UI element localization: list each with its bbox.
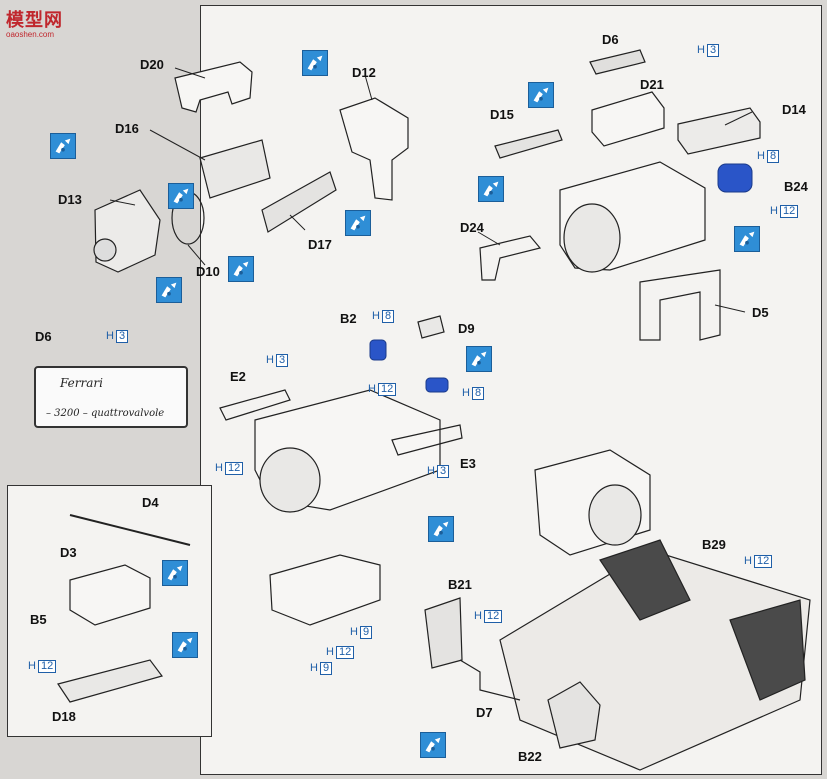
part-d15 — [494, 129, 563, 159]
part-d20 — [174, 61, 253, 113]
part-d13-boss — [93, 238, 117, 262]
part-d3 — [69, 564, 151, 626]
label-d12: D12 — [352, 65, 376, 80]
part-b21 — [424, 597, 463, 669]
label-d7: D7 — [476, 705, 493, 720]
label-d9: D9 — [458, 321, 475, 336]
label-d6-plate: D6 — [35, 329, 52, 344]
part-d21 — [591, 91, 665, 147]
glue-icon — [172, 632, 198, 658]
engine-mid-bell — [259, 447, 321, 513]
label-b2: B2 — [340, 311, 357, 326]
label-d13: D13 — [58, 192, 82, 207]
glue-icon — [466, 346, 492, 372]
nameplate-brand: Ferrari — [60, 376, 103, 390]
engine-top-bell — [563, 203, 621, 273]
part-d17 — [261, 171, 337, 233]
label-d18: D18 — [52, 709, 76, 724]
part-d14 — [677, 107, 761, 155]
label-d16: D16 — [115, 121, 139, 136]
part-b29-rear-fender — [729, 599, 806, 701]
glue-icon — [734, 226, 760, 252]
part-b2-hose-bottom — [425, 377, 449, 393]
part-d6-top — [589, 49, 646, 75]
label-d20: D20 — [140, 57, 164, 72]
transmission-assembly — [269, 554, 381, 626]
label-b21: B21 — [448, 577, 472, 592]
label-e2: E2 — [230, 369, 246, 384]
part-d9 — [417, 315, 445, 339]
glue-icon — [162, 560, 188, 586]
part-e3 — [391, 424, 463, 456]
logo-text: 模型网 — [6, 10, 63, 30]
part-d24 — [479, 235, 542, 281]
part-d4 — [69, 514, 191, 546]
label-e3: E3 — [460, 456, 476, 471]
label-b29: B29 — [702, 537, 726, 552]
glue-icon — [302, 50, 328, 76]
label-d6-top: D6 — [602, 32, 619, 47]
label-d15: D15 — [490, 107, 514, 122]
label-d4: D4 — [142, 495, 159, 510]
label-b24: B24 — [784, 179, 808, 194]
glue-icon — [420, 732, 446, 758]
engine-low-bell — [588, 484, 642, 546]
part-d7 — [459, 659, 521, 701]
d6-nameplate: Ferrari – 3200 – quattrovalvole — [34, 366, 188, 428]
label-b5: B5 — [30, 612, 47, 627]
label-d17: D17 — [308, 237, 332, 252]
label-d5: D5 — [752, 305, 769, 320]
label-d3: D3 — [60, 545, 77, 560]
part-b29-fender — [599, 539, 691, 621]
part-b24-hose — [717, 163, 753, 193]
glue-icon — [168, 183, 194, 209]
glue-icon — [428, 516, 454, 542]
logo-subtext: oaoshen.com — [6, 30, 55, 39]
label-d21: D21 — [640, 77, 664, 92]
part-b22 — [547, 681, 601, 749]
site-logo: 模型网 oaoshen.com — [6, 6, 76, 39]
part-d16 — [199, 139, 271, 199]
part-d12 — [339, 97, 409, 201]
glue-icon — [478, 176, 504, 202]
part-b2-hose-top — [369, 339, 387, 361]
part-d18 — [57, 659, 164, 703]
label-d24: D24 — [460, 220, 484, 235]
glue-icon — [228, 256, 254, 282]
glue-icon — [345, 210, 371, 236]
part-d5 — [639, 269, 721, 341]
label-b22: B22 — [518, 749, 542, 764]
glue-icon — [156, 277, 182, 303]
glue-icon — [50, 133, 76, 159]
leader-lines — [109, 67, 753, 313]
glue-icon — [528, 82, 554, 108]
nameplate-model: – 3200 – quattrovalvole — [46, 408, 165, 419]
part-e2 — [219, 389, 291, 421]
label-d14: D14 — [782, 102, 806, 117]
label-d10: D10 — [196, 264, 220, 279]
